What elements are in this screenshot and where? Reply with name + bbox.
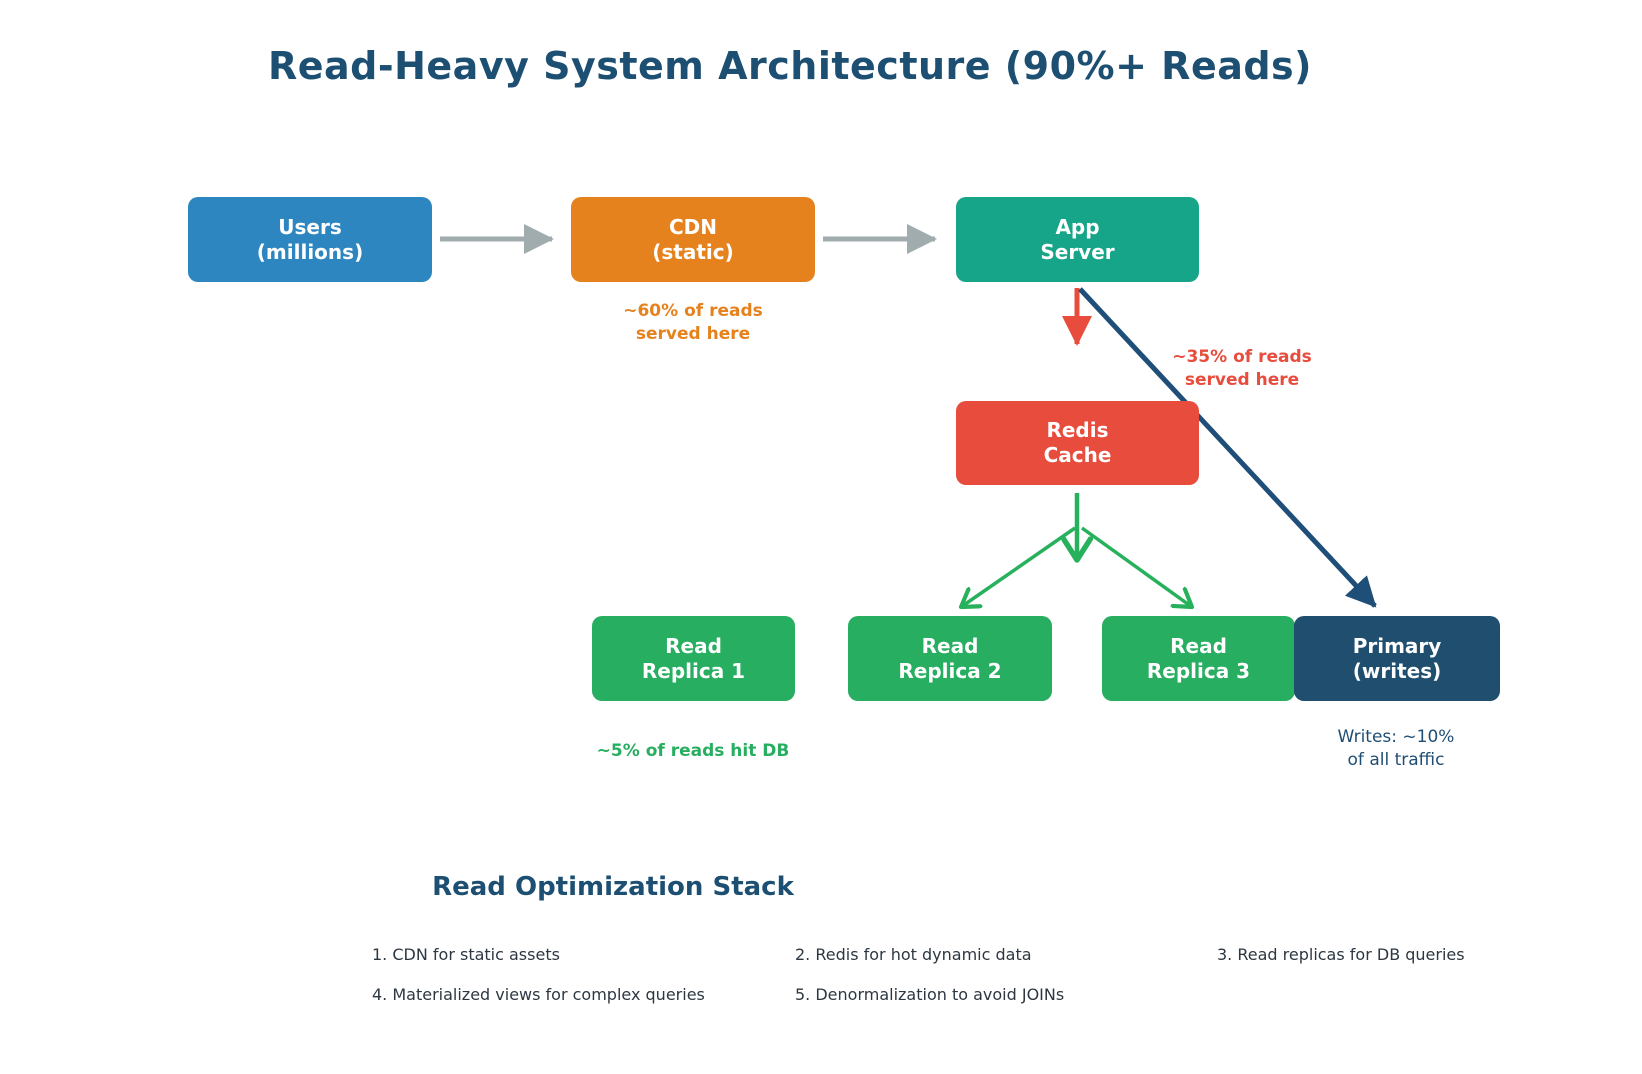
node-rr1-label-line1: Read <box>665 633 722 658</box>
annotation-write-share: Writes: ~10% of all traffic <box>1296 726 1496 772</box>
arrow-redis-to-replica2 <box>961 526 1076 607</box>
node-rr3-label-line1: Read <box>1170 633 1227 658</box>
node-rr3-label-line2: Replica 3 <box>1146 658 1251 683</box>
node-app-server: App Server <box>956 197 1199 282</box>
node-cdn: CDN (static) <box>571 197 815 282</box>
node-rr2-label-line2: Replica 2 <box>898 658 1002 683</box>
optimization-item-1: 1. CDN for static assets <box>372 945 560 964</box>
annotation-cdn-share-line2: served here <box>635 324 751 344</box>
optimization-item-4: 4. Materialized views for complex querie… <box>372 985 705 1004</box>
optimization-item-5: 5. Denormalization to avoid JOINs <box>795 985 1065 1004</box>
node-users: Users (millions) <box>188 197 432 282</box>
arrow-redis-to-replica3 <box>1080 526 1192 607</box>
node-cdn-label-line2: (static) <box>652 239 734 264</box>
diagram-title: Read-Heavy System Architecture (90%+ Rea… <box>267 44 1313 88</box>
node-primary: Primary (writes) <box>1294 616 1500 701</box>
annotation-write-share-line1: Writes: ~10% <box>1337 727 1455 747</box>
node-redis-label-line2: Cache <box>1043 443 1112 467</box>
annotation-db-share-line1: ~5% of reads hit DB <box>596 741 790 761</box>
footer-heading: Read Optimization Stack <box>432 872 794 902</box>
node-rr2-label-line1: Read <box>921 633 979 658</box>
node-read-replica-2: Read Replica 2 <box>848 616 1052 701</box>
node-redis-cache: Redis Cache <box>956 401 1199 485</box>
optimization-item-2: 2. Redis for hot dynamic data <box>795 945 1032 964</box>
annotation-cdn-share-line1: ~60% of reads <box>623 301 763 321</box>
annotation-write-share-line2: of all traffic <box>1347 750 1445 770</box>
annotation-cache-share-line2: served here <box>1184 370 1300 390</box>
node-users-label-line1: Users <box>278 214 342 239</box>
annotation-cache-share: ~35% of reads served here <box>1142 346 1342 392</box>
arrow-app-to-primary <box>1078 287 1377 608</box>
node-app-label-line2: Server <box>1040 239 1115 264</box>
node-read-replica-3: Read Replica 3 <box>1102 616 1295 701</box>
node-read-replica-1: Read Replica 1 <box>592 616 795 701</box>
node-app-label-line1: App <box>1055 214 1100 239</box>
annotation-cache-share-line1: ~35% of reads <box>1172 347 1312 367</box>
node-primary-label-line2: (writes) <box>1352 658 1442 683</box>
node-primary-label-line1: Primary <box>1352 633 1442 658</box>
annotation-cdn-share: ~60% of reads served here <box>593 300 793 346</box>
node-rr1-label-line2: Replica 1 <box>641 658 746 683</box>
annotation-db-share: ~5% of reads hit DB <box>543 740 843 763</box>
node-cdn-label-line1: CDN <box>668 214 718 239</box>
node-redis-label-line1: Redis <box>1046 418 1109 442</box>
node-users-label-line2: (millions) <box>256 239 364 264</box>
optimization-item-3: 3. Read replicas for DB queries <box>1217 945 1465 964</box>
